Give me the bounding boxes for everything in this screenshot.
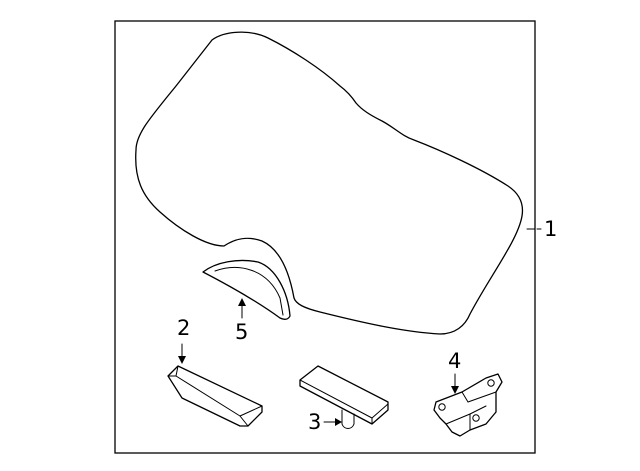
callout-4: 4 xyxy=(448,349,461,373)
part-1-rear-glass xyxy=(135,31,524,335)
callout-3: 3 xyxy=(308,410,321,434)
arrow-4 xyxy=(451,386,459,394)
callout-1: 1 xyxy=(544,217,557,241)
leader-lines xyxy=(178,228,542,426)
diagram-frame xyxy=(114,20,536,454)
arrow-5 xyxy=(238,298,246,306)
arrow-3 xyxy=(335,418,342,426)
callout-2: 2 xyxy=(177,316,190,340)
callout-5: 5 xyxy=(235,320,248,344)
part-4-bracket xyxy=(433,373,503,437)
part-3-pad xyxy=(299,365,389,429)
part-5-cover xyxy=(202,259,291,320)
part-2-bumper xyxy=(167,365,263,427)
arrow-2 xyxy=(178,356,186,364)
